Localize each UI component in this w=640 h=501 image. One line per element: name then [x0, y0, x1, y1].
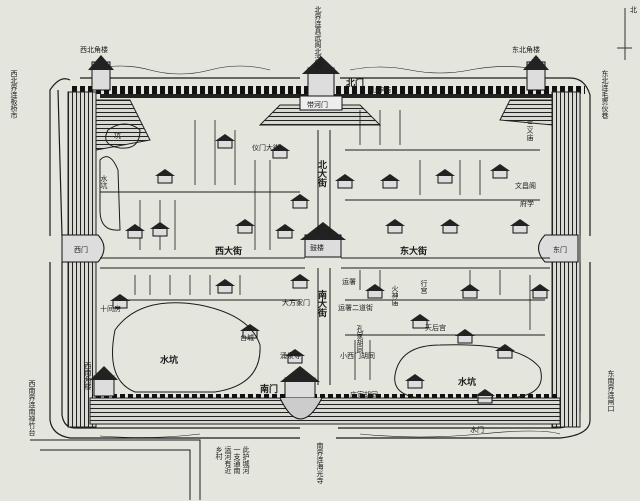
corner-tower-ne	[523, 55, 549, 91]
building	[150, 222, 170, 237]
drum-tower	[300, 222, 346, 258]
west-pond	[99, 156, 121, 231]
sanyi-label: 三义庙	[526, 120, 534, 142]
north-gate-name-label: 带河门	[307, 100, 328, 109]
east-lake-label: 水坑	[458, 376, 476, 388]
south-gate-tower	[279, 366, 323, 420]
streets	[100, 130, 550, 385]
building	[240, 324, 260, 339]
building	[460, 284, 480, 299]
building	[285, 349, 305, 364]
zhuangjia-label: 庄家胡同	[350, 390, 378, 399]
south-street-label: 南大街	[316, 289, 328, 318]
tianhou-label: 天后宫	[425, 323, 446, 332]
building	[405, 374, 425, 389]
building	[435, 169, 455, 184]
moat	[30, 65, 591, 500]
east-street-label: 东大街	[400, 245, 427, 257]
building	[110, 294, 130, 309]
west-lake	[112, 302, 261, 393]
northwest-link-label: 西北界连板桥市	[10, 70, 18, 120]
ne-tower-label: 东北角楼	[512, 45, 540, 54]
north-gate-label: 北门	[346, 77, 364, 89]
alleys	[134, 110, 531, 380]
building	[530, 284, 550, 299]
shijianfang-label: 十间房	[100, 304, 121, 313]
east-gate-label: 东门	[553, 245, 567, 254]
west-gate	[61, 234, 105, 263]
west-pond-label: 水坑	[100, 174, 108, 190]
drum-tower-label: 鼓楼	[310, 243, 324, 252]
xingyuan-label: 行宫	[420, 279, 428, 295]
building	[380, 174, 400, 189]
north-street-label: 北大街	[316, 159, 328, 188]
east-gate	[538, 234, 579, 263]
building	[455, 329, 475, 344]
southeast-link-label: 东南界连闸口	[607, 369, 615, 412]
sw-tower-label: 西南角楼	[84, 362, 92, 391]
wenchang-label: 文昌阁	[515, 181, 536, 190]
south-link-label: 南界连海光寺	[316, 441, 324, 484]
sw-tower	[90, 366, 118, 397]
corner-tower-nw	[88, 55, 114, 91]
building	[275, 224, 295, 239]
fuxue-label: 府学	[520, 199, 534, 208]
east-lake	[394, 344, 542, 399]
building	[215, 279, 235, 294]
water-gate-label: 水门	[470, 425, 484, 434]
moat-note-label: 此护城河一支通南运河有近乡村	[215, 446, 250, 474]
dafang-label: 大方家门	[282, 298, 310, 307]
nw-tower-label: 西北角楼	[80, 45, 108, 54]
nw-pond	[105, 123, 141, 149]
building	[385, 219, 405, 234]
moat-note-box: 此护城河一支通南运河有近乡村	[215, 446, 250, 474]
building	[215, 134, 235, 149]
building	[125, 224, 145, 239]
yundu-label: 运署二道街	[338, 303, 373, 312]
building	[235, 219, 255, 234]
yimen-street-label: 仪门大街	[252, 143, 280, 152]
building	[155, 169, 175, 184]
kongjia-label: 孔家胡同	[356, 325, 364, 354]
building	[335, 174, 355, 189]
compass-north-label: 北	[630, 6, 637, 14]
nw-pond-label: 坑	[114, 131, 121, 140]
building	[290, 194, 310, 209]
south-gate-label: 南门	[260, 383, 278, 395]
west-lake-label: 水坑	[160, 354, 178, 366]
xiaoxiya-label: 小西门胡同	[340, 351, 375, 360]
west-street-label: 西大街	[215, 245, 242, 257]
yamen-label: 运署	[342, 278, 356, 286]
building	[270, 144, 290, 159]
taicheng-label: 台城	[240, 333, 254, 342]
northeast-link-label: 东北连毛贾伙巷	[601, 69, 609, 119]
shanshen-label: 山神庙	[370, 85, 391, 94]
north-link-label: 北界连真武阁北浮桥	[314, 6, 322, 70]
building	[490, 164, 510, 179]
yongquan-label: 涌泉寺	[280, 351, 301, 360]
building	[410, 314, 430, 329]
north-arrow: 北	[617, 6, 637, 60]
building	[290, 274, 310, 289]
building	[440, 219, 460, 234]
buildings	[110, 134, 550, 404]
building	[365, 284, 385, 299]
southwest-link-label: 西南界连南禅竹台	[28, 380, 36, 437]
north-gate-tower	[299, 56, 343, 111]
building	[495, 344, 515, 359]
building	[475, 389, 495, 404]
huoshen-label: 火神庙	[391, 285, 399, 307]
building	[510, 219, 530, 234]
west-gate-label: 西门	[74, 245, 88, 254]
